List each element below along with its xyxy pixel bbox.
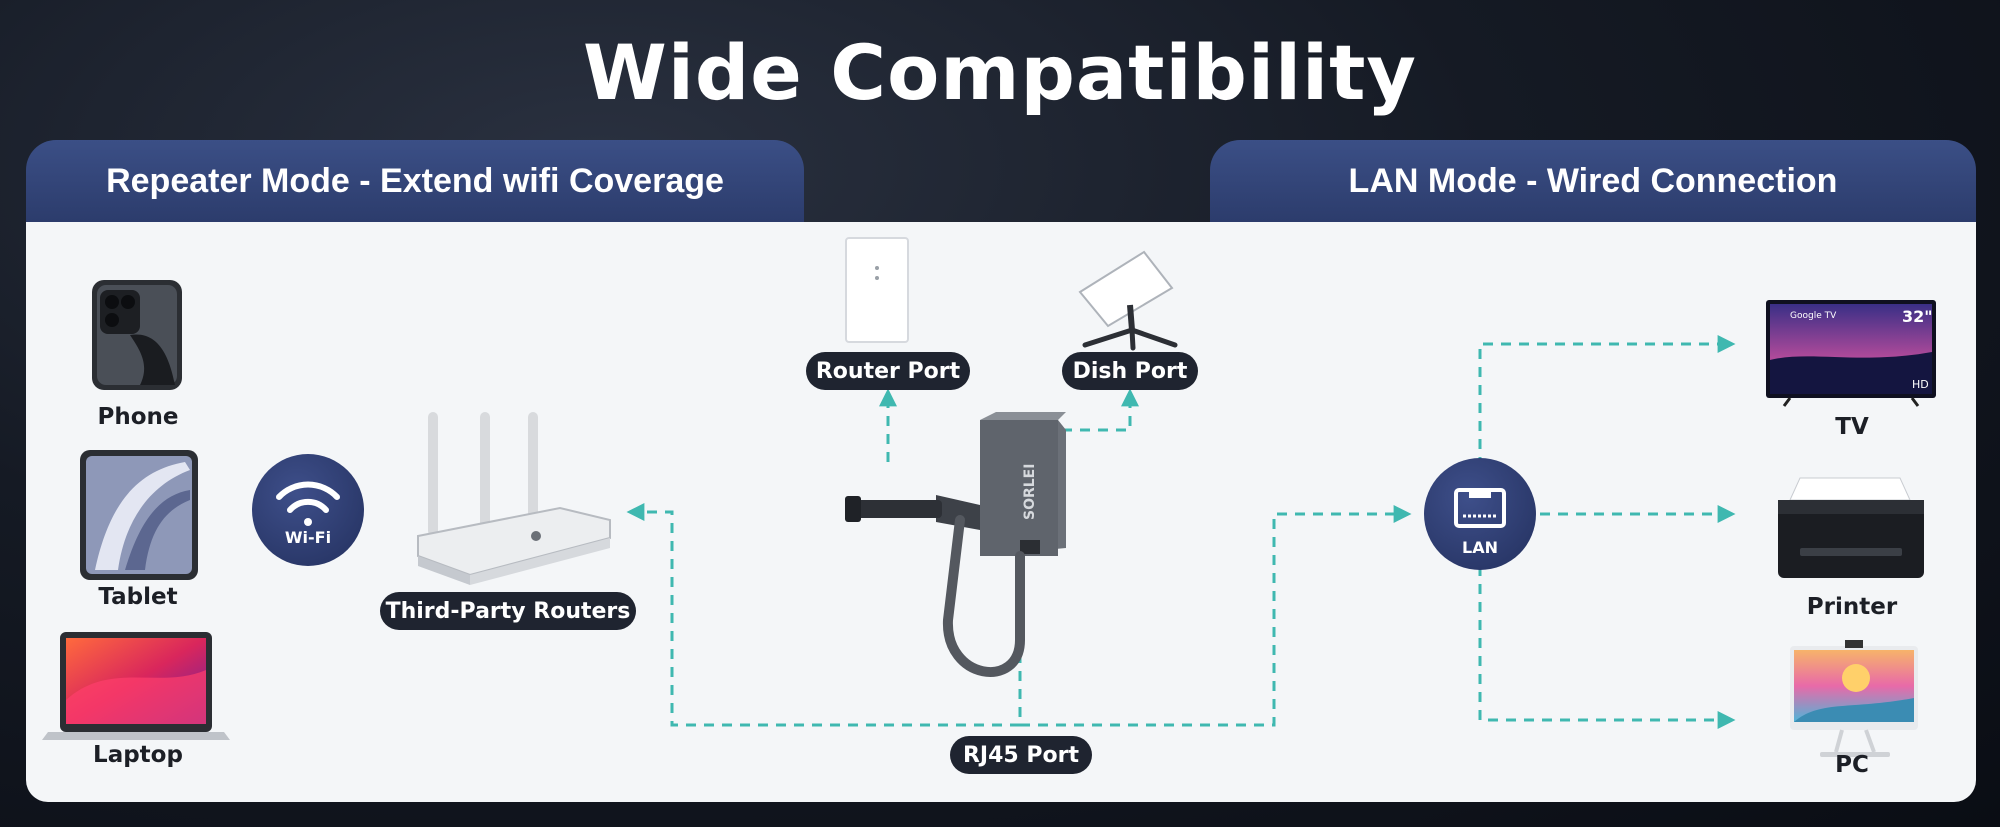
line-lan-to-pc (1478, 566, 1736, 729)
lan-badge-icon (1454, 488, 1506, 528)
laptop-label: Laptop (93, 742, 183, 768)
laptop-icon (42, 632, 230, 740)
tablet-icon (80, 450, 198, 580)
wifi-badge: Wi-Fi (252, 454, 364, 566)
lan-badge-label: LAN (1462, 538, 1498, 557)
tv-hd-text: HD (1912, 378, 1929, 391)
tv-label: TV (1835, 414, 1869, 440)
third-party-routers-text: Third-Party Routers (385, 598, 631, 624)
page-title: Wide Compatibility (583, 28, 1417, 117)
dish-port-label: Dish Port (1062, 352, 1198, 390)
tab-repeater-label: Repeater Mode - Extend wifi Coverage (106, 161, 724, 200)
adapter-brand-text: SORLEI (1022, 464, 1038, 520)
tab-repeater-mode: Repeater Mode - Extend wifi Coverage (26, 140, 804, 222)
third-party-routers-label: Third-Party Routers (380, 592, 636, 630)
pc-icon (1790, 640, 1918, 757)
tv-icon (1766, 300, 1936, 407)
phone-label: Phone (97, 404, 179, 430)
rj45-port-text: RJ45 Port (962, 742, 1079, 768)
router-port-label: Router Port (806, 352, 970, 390)
tablet-label: Tablet (98, 584, 178, 610)
tab-lan-label: LAN Mode - Wired Connection (1348, 161, 1838, 200)
rj45-port-label: RJ45 Port (950, 736, 1092, 774)
router-port-text: Router Port (815, 358, 961, 384)
tv-logo-text: Google TV (1790, 311, 1837, 321)
line-adapter-to-lan (1020, 505, 1412, 727)
wifi-badge-icon (276, 481, 340, 526)
printer-label: Printer (1806, 594, 1898, 620)
tv-size-text: 32" (1902, 307, 1933, 326)
lan-badge: LAN (1424, 458, 1536, 570)
pc-label: PC (1835, 752, 1869, 778)
line-adapter-to-router (626, 503, 1020, 727)
line-lan-to-tv (1478, 335, 1736, 467)
tab-lan-mode: LAN Mode - Wired Connection (1210, 140, 1976, 222)
wall-router-icon (845, 237, 909, 343)
router-icon (417, 412, 611, 585)
dish-port-text: Dish Port (1072, 358, 1188, 384)
line-to-dish-port (1062, 388, 1139, 432)
phone-icon (92, 280, 182, 390)
wifi-badge-label: Wi-Fi (284, 528, 332, 547)
printer-icon (1778, 477, 1924, 578)
power-adapter-icon (845, 412, 1066, 677)
satellite-dish-icon (1078, 250, 1178, 351)
